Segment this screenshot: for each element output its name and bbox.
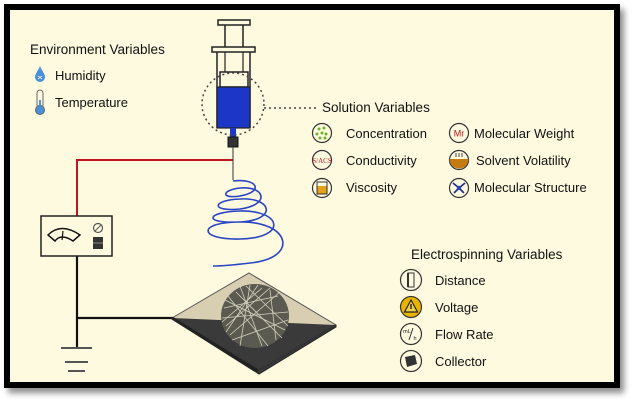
svg-text:Mr: Mr <box>454 129 465 139</box>
ground-icon <box>61 347 92 372</box>
high-voltage-wire <box>76 159 233 216</box>
svg-text:mL: mL <box>403 329 411 335</box>
collector-label: Collector <box>435 354 487 369</box>
polymer-solution <box>216 86 251 129</box>
collector-plate <box>171 272 337 375</box>
molecular-weight-label: Molecular Weight <box>474 126 575 141</box>
viscosity-label: Viscosity <box>346 180 398 195</box>
voltage-label: Voltage <box>435 300 479 315</box>
electrospinning-variables-title: Electrospinning Variables <box>411 247 563 262</box>
syringe-flange <box>211 46 256 53</box>
humidity-label: Humidity <box>55 68 106 83</box>
viscosity-beaker-icon <box>311 177 333 199</box>
solvent-volatility-label: Solvent Volatility <box>476 153 571 168</box>
water-drop-icon <box>35 66 45 82</box>
thermometer-icon <box>35 89 45 115</box>
solution-variables-title: Solution Variables <box>322 100 430 115</box>
solvent-volatility-bowl-icon <box>448 149 470 171</box>
distance-label: Distance <box>435 273 486 288</box>
collector-plate-icon <box>399 349 423 373</box>
needle-tip <box>227 136 239 148</box>
conductivity-label: Conductivity <box>346 153 417 168</box>
flow-rate-label: Flow Rate <box>435 327 494 342</box>
concentration-label: Concentration <box>346 126 427 141</box>
syringe <box>201 19 318 180</box>
molecular-weight-icon: Mr <box>448 122 470 144</box>
concentration-dots-icon <box>311 122 333 144</box>
solution-highlight-circle <box>201 72 265 136</box>
fiber-jet-spiral <box>207 179 284 267</box>
flow-rate-icon: mL h <box>399 322 423 346</box>
voltage-warning-icon <box>399 295 423 319</box>
temperature-label: Temperature <box>55 95 128 110</box>
molecular-structure-icon <box>448 177 470 199</box>
molecular-structure-label: Molecular Structure <box>474 180 587 195</box>
plunger-top <box>217 19 251 26</box>
svg-text:S/ACS: S/ACS <box>312 157 332 165</box>
voltmeter-dial-icon <box>46 227 82 243</box>
environment-variables-title: Environment Variables <box>30 42 165 57</box>
distance-ruler-icon <box>399 268 423 292</box>
fiber-mat <box>221 284 289 348</box>
conductivity-siemens-icon: S/ACS <box>311 149 333 171</box>
power-supply <box>40 215 113 257</box>
svg-text:h: h <box>413 336 416 342</box>
